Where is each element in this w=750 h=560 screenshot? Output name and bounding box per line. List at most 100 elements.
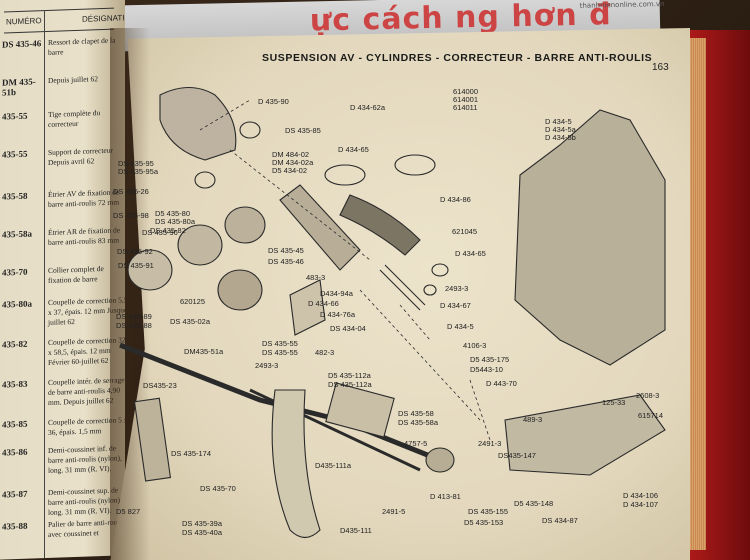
part-callout-label: DS 435-85 [285,126,321,135]
part-callout-label: 482-3 [315,348,335,357]
part-callout-label: D 434-5a [545,125,576,134]
strap [133,397,172,482]
part-callout-label: D434-94a [320,289,353,298]
cup-2 [177,224,223,266]
part-callout-label: D 434-5 [447,322,474,331]
part-callout-label: D 434-106 [623,491,659,500]
part-callout-label: D 434-76a [320,310,356,319]
part-callout-label: DS 435-82 [150,226,186,235]
part-callout-label: 614011 [453,103,478,112]
lower-plate [504,394,666,476]
part-callout-label: DS 435-88 [116,321,152,330]
part-callout-label: D5 435-148 [514,499,554,508]
part-callout-label: 483-3 [306,273,326,282]
part-callout-label: D 434-65 [338,145,369,154]
part-callout-label: D5 435-80 [155,209,191,218]
cup-3 [224,206,266,244]
part-callout-label: 2493-3 [445,284,469,293]
sphere-ring [239,121,261,139]
part-callout-label: D5 435-175 [470,355,510,364]
cylinder-body [279,184,361,271]
part-callout-label: 4757-5 [404,439,428,448]
mudguard-panel [514,109,666,366]
bracket [289,279,326,336]
part-callout-label: DS 435-96 [142,228,178,237]
part-callout-label: DS 435-174 [171,449,212,458]
part-callout-label: D 434-62a [350,103,386,112]
part-callout-label: DS435-147 [498,451,536,460]
part-callout-label: DM435-51a [184,347,224,356]
assembly-line-1 [199,99,431,341]
bushing [217,269,263,311]
part-callout-label: 615714 [638,411,664,420]
part-callout-label: 614001 [453,95,479,104]
nut-2 [423,284,437,296]
part-callout-label: 125-33 [602,398,626,407]
part-callout-label: D 434-5b [545,133,576,142]
part-callout-label: D5 435-112a [328,371,371,380]
part-callout-label: 621045 [452,227,478,236]
part-callout-label: D5 435-153 [464,518,504,527]
part-callout-label: DS 435-80a [155,217,196,226]
part-callout-label: DS 434-04 [330,324,366,333]
part-callout-label: 2493-3 [255,361,279,370]
part-callout-label: DS 435-70 [200,484,236,493]
part-callout-label: DS 435-46 [268,257,304,266]
part-callout-label: D5 434-02 [272,166,308,175]
part-callout-label: DS 434-87 [542,516,578,525]
piston-ring [324,164,366,186]
part-callout-label: 2491-3 [478,439,502,448]
part-callout-label: DS 435-55 [262,339,298,348]
gutter-shadow [110,28,150,560]
part-callout-label: D435-111 [340,526,372,535]
part-callout-label: DS 435-58a [398,418,439,427]
part-callout-label: DS 435-45 [268,246,304,255]
clamp [325,382,395,438]
part-callout-label: 620125 [180,297,206,306]
rubber-boot [339,194,421,256]
part-callout-label: D 434-67 [440,301,471,310]
part-callout-label: D 434-5 [545,117,572,126]
part-callout-label: DS 435-55 [262,348,298,357]
part-callout-label: D 434-107 [623,500,659,509]
part-callout-label: 2491-5 [382,507,406,516]
part-callout-label: DS 435-155 [468,507,509,516]
part-callout-label: DS 435-95 [118,159,154,168]
part-callout-label: DS 435-91 [118,261,154,270]
part-callout-label: DS 435-02a [170,317,211,326]
part-callout-label: D 413-81 [430,492,461,501]
part-callout-label: D 434-86 [440,195,471,204]
part-callout-label: D5443-10 [470,365,503,374]
part-callout-label: D 435-90 [258,97,289,106]
circlip [394,154,436,176]
page-title: SUSPENSION AV - CYLINDRES - CORRECTEUR -… [262,52,653,64]
piston-rod [379,264,426,311]
cup-1 [127,249,173,291]
part-callout-label: 4106-3 [463,341,487,350]
part-callout-label: DS 435-95a [118,167,159,176]
part-callout-label: DS435-23 [143,381,177,390]
bolt-head [194,171,216,189]
part-callout-label: DS 435-98 [113,211,149,220]
bearing [425,447,455,473]
part-callout-label: DS 435-58 [398,409,434,418]
part-callout-label: D 443-70 [486,379,517,388]
part-callout-label: D435-111a [315,461,351,470]
part-callout-label: D 434-65 [455,249,486,258]
part-callout-label: DS 435-112a [328,380,372,389]
part-callout-label: D5 827 [116,507,141,516]
part-callout-label: D 434-66 [308,299,339,308]
part-callout-label: DM 484-02 [272,150,310,159]
suspension-sphere [159,86,237,161]
part-callout-label: 614000 [453,87,479,96]
part-callout-label: 489-3 [523,415,543,424]
part-callout-label: DS 435-89 [116,312,152,321]
part-callout-label: DS 435-39a [182,519,223,528]
part-callout-label: DS 435-40a [182,528,223,537]
part-callout-label: DM 434-02a [272,158,314,167]
part-callout-label: DS 435-92 [117,247,153,256]
page-number: 163 [652,62,669,73]
part-callout-label: DS 435-26 [113,187,149,196]
assembly-line-2 [359,289,491,441]
